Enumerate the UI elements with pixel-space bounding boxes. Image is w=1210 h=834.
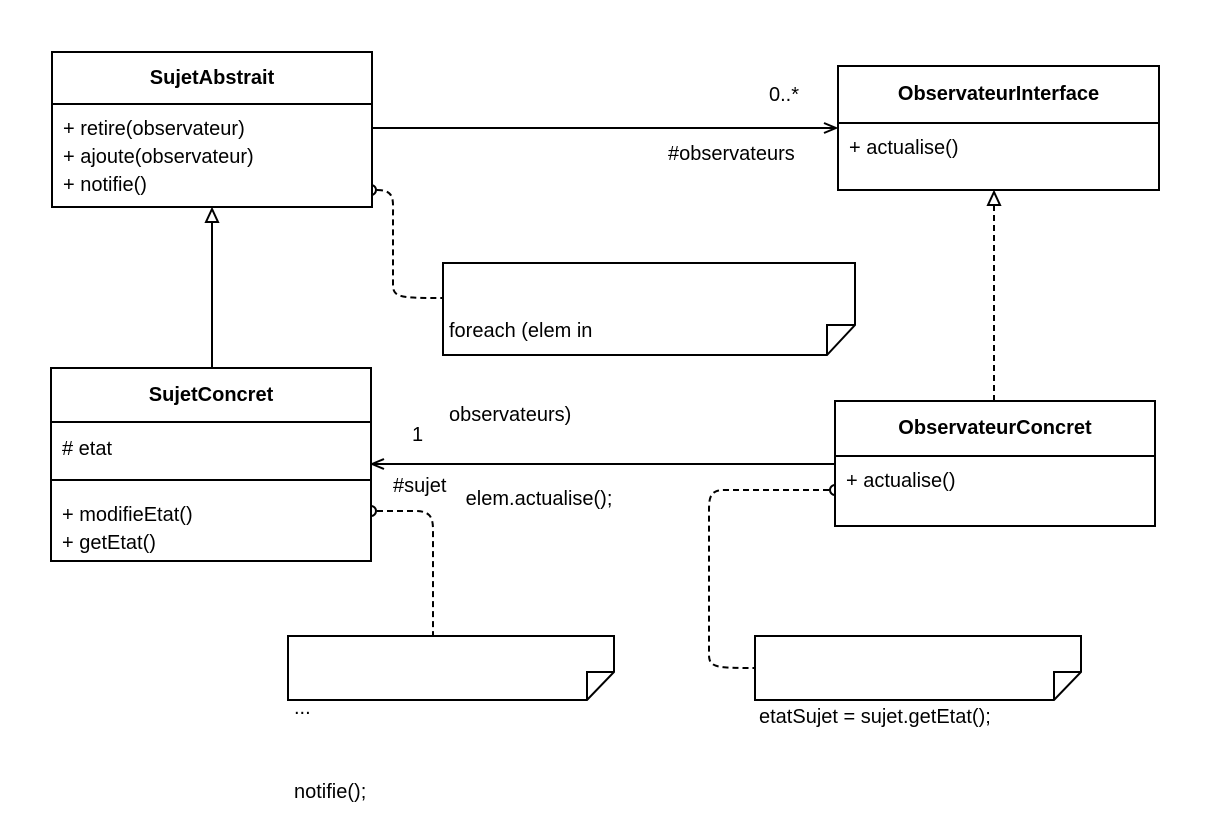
note-line: ...	[294, 697, 311, 719]
class-name: ObservateurConcret	[836, 402, 1154, 457]
role-observateurs: #observateurs	[668, 143, 795, 165]
multiplicity-sujet: 1	[412, 424, 424, 446]
note-shape-notifie	[442, 262, 856, 356]
class-name: SujetConcret	[52, 369, 370, 423]
attributes-section: # etat	[52, 423, 370, 481]
note-actualise: etatSujet = sujet.getEtat();	[755, 647, 997, 759]
attribute-etat: # etat	[62, 438, 113, 460]
note-line: etatSujet = sujet.getEtat();	[759, 706, 991, 728]
method-get-etat: + getEtat()	[62, 532, 156, 554]
note-fold-notifie	[826, 324, 855, 355]
method-modifie-etat: + modifieEtat()	[62, 504, 193, 526]
note-notifie: foreach (elem in observateurs) elem.actu…	[443, 261, 618, 541]
methods-section: + retire(observateur) + ajoute(observate…	[53, 105, 371, 201]
role-sujet: #sujet	[393, 475, 447, 497]
note-line: observateurs)	[449, 404, 572, 426]
method-notifie: + notifie()	[63, 174, 147, 196]
note-fold-modifie	[586, 671, 614, 700]
note-connector-notifie	[376, 189, 444, 299]
realization-arrowhead	[986, 189, 1002, 206]
methods-section: + actualise()	[839, 124, 1158, 164]
uml-diagram-canvas	[204, 0, 1082, 701]
note-line: elem.actualise();	[449, 488, 613, 510]
note-modifie: ... notifie();	[288, 638, 372, 834]
method-ajoute: + ajoute(observateur)	[63, 146, 254, 168]
generalization-arrowhead	[204, 206, 220, 223]
class-name: SujetAbstrait	[53, 53, 371, 105]
multiplicity-observateurs: 0..*	[769, 84, 800, 106]
class-name: ObservateurInterface	[839, 67, 1158, 124]
class-observateur-concret[interactable]: ObservateurConcret + actualise()	[834, 400, 1156, 527]
note-connector-modifie	[377, 510, 434, 636]
note-connector-actualise	[708, 489, 829, 669]
method-actualise: + actualise()	[849, 137, 959, 159]
note-shape-modifie	[287, 635, 615, 701]
method-retire: + retire(observateur)	[63, 118, 245, 140]
note-line: foreach (elem in	[449, 320, 593, 342]
note-line: notifie();	[294, 781, 367, 803]
method-actualise: + actualise()	[846, 470, 956, 492]
class-sujet-concret[interactable]: SujetConcret # etat + modifieEtat() + ge…	[50, 367, 372, 562]
methods-section: + actualise()	[836, 457, 1154, 497]
methods-section: + modifieEtat() + getEtat()	[52, 481, 370, 559]
class-observateur-interface[interactable]: ObservateurInterface + actualise()	[837, 65, 1160, 191]
class-sujet-abstrait[interactable]: SujetAbstrait + retire(observateur) + aj…	[51, 51, 373, 208]
note-shape-actualise	[754, 635, 1082, 701]
note-fold-actualise	[1053, 671, 1081, 700]
